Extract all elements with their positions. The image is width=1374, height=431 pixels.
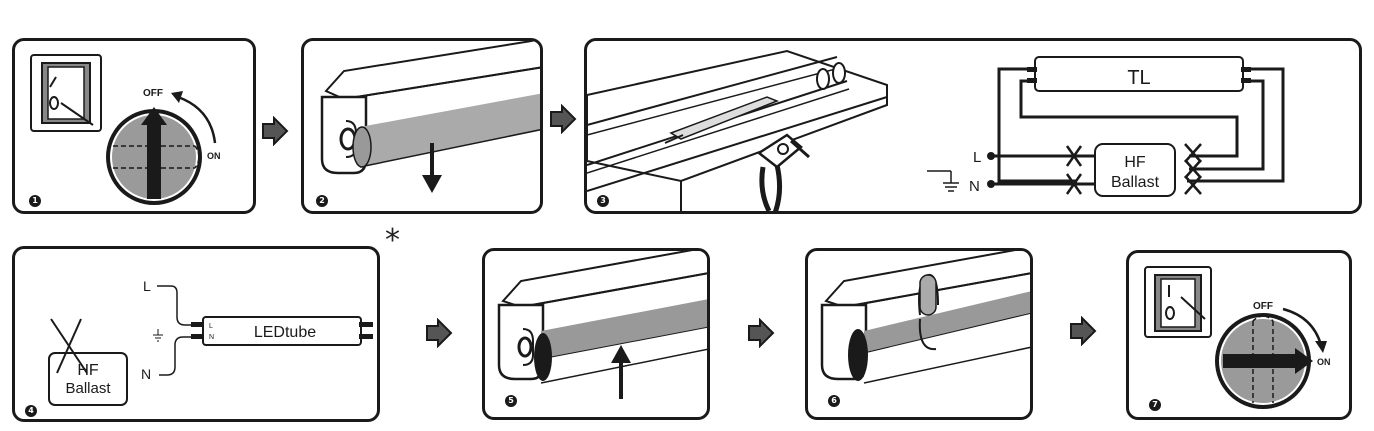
- n-label: N: [141, 366, 151, 382]
- tl-label: TL: [1127, 67, 1150, 89]
- n-label: N: [969, 178, 980, 195]
- remove-tube-illustration: [320, 41, 540, 193]
- ledtube-label: LEDtube: [254, 324, 316, 341]
- power-on-illustration: OFF ON: [1144, 266, 1331, 409]
- rotate-tube-illustration: [820, 251, 1030, 384]
- step-number-7: 7: [1149, 399, 1161, 411]
- cut-marks-icon: [1065, 143, 1202, 195]
- l-label: L: [973, 149, 981, 166]
- next-arrow-icon: [1070, 316, 1097, 346]
- l-label: L: [143, 278, 151, 294]
- step-3-panel: TL HF Ballast L N 3: [584, 38, 1362, 214]
- step-6-panel: 6: [805, 248, 1033, 420]
- next-arrow-icon: [426, 318, 453, 348]
- insert-led-tube-illustration: [497, 251, 707, 399]
- power-off-illustration: OFF ON: [30, 54, 221, 205]
- hf-label: HF: [1124, 154, 1146, 171]
- disconnect-ballast-illustration: TL HF Ballast L N: [587, 49, 1285, 211]
- next-arrow-icon: [262, 116, 289, 146]
- step-number-4: 4: [25, 405, 37, 417]
- on-label: ON: [207, 151, 221, 161]
- pin-l-label: L: [209, 323, 213, 330]
- step-7-panel: OFF ON 7: [1126, 250, 1352, 420]
- pin-n-label: N: [209, 334, 214, 341]
- off-label: OFF: [143, 88, 163, 99]
- step-number-6: 6: [828, 395, 840, 407]
- step-4-panel: HF Ballast L N L N LEDtube 4: [12, 246, 380, 422]
- step-number-3: 3: [597, 195, 609, 207]
- on-label: ON: [1317, 357, 1331, 367]
- ground-icon: [927, 170, 959, 192]
- step-number-2: 2: [316, 195, 328, 207]
- ballast-label: Ballast: [65, 380, 111, 397]
- step-1-panel: OFF ON 1: [12, 38, 256, 214]
- step-2-panel: 2: [301, 38, 543, 214]
- next-arrow-icon: [550, 104, 577, 134]
- wiring-diagram-illustration: HF Ballast L N L N LEDtube: [48, 278, 373, 406]
- asterisk-note: *: [385, 223, 400, 258]
- step-number-1: 1: [29, 195, 41, 207]
- ground-icon: [153, 329, 163, 342]
- ballast-label: Ballast: [1111, 174, 1160, 191]
- step-5-panel: 5: [482, 248, 710, 420]
- next-arrow-icon: [748, 318, 775, 348]
- off-label: OFF: [1253, 301, 1273, 312]
- step-number-5: 5: [505, 395, 517, 407]
